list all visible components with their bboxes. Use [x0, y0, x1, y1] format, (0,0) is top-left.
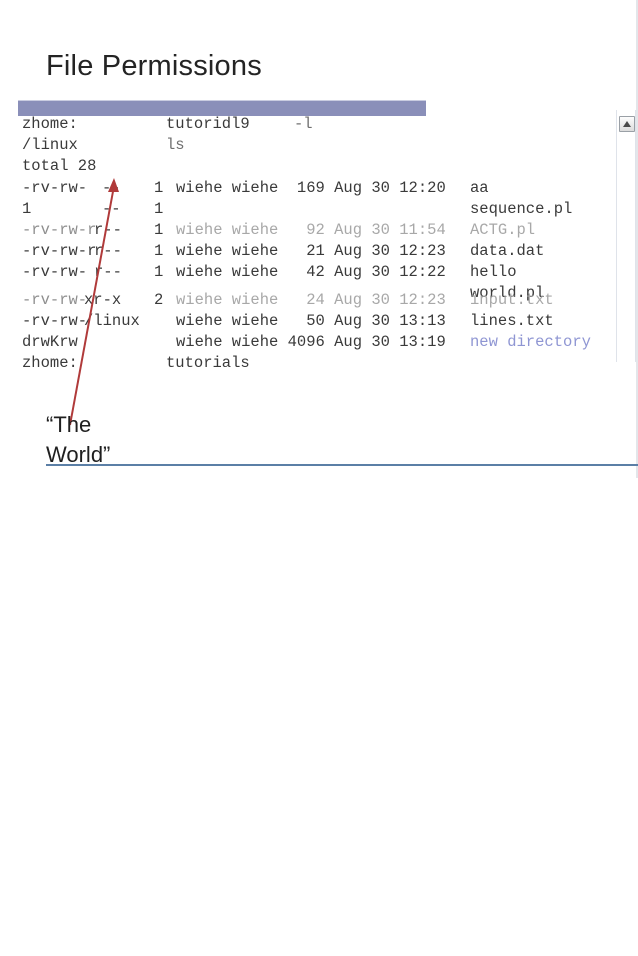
permission-fragment: -rv-rw-	[22, 263, 88, 281]
file-name: data.dat	[470, 242, 545, 260]
permission-fragment: -rv-rw-	[22, 179, 88, 197]
listing-row: wiehe wiehe 4096 Aug 30 13:19	[176, 333, 446, 351]
terminal-output: zhome: tutoridl9 -l /linux ls total 28 -…	[18, 114, 618, 372]
file-name-continuation: sequence.pl	[470, 200, 573, 218]
file-name: input.txt	[470, 291, 554, 309]
file-name: aa	[470, 179, 489, 197]
permission-overlap-fragment: --	[102, 200, 121, 218]
listing-row: wiehe wiehe 169 Aug 30 12:20	[176, 179, 446, 197]
annotation-caption: “The World”	[46, 410, 166, 470]
permission-overlap-fragment: --	[102, 179, 121, 197]
permission-overlap-fragment: /linux	[84, 312, 140, 330]
link-count: 1	[154, 200, 164, 218]
permission-overlap-fragment: r--	[94, 221, 122, 239]
file-name: hello	[470, 263, 517, 281]
permission-fragment: -rv-rw-	[22, 291, 88, 309]
permission-overlap-fragment: xr-x	[84, 291, 122, 309]
listing-row: wiehe wiehe 21 Aug 30 12:23	[176, 242, 446, 260]
slide-canvas: File Permissions zhome: tutoridl9 -l /li…	[18, 0, 638, 478]
link-count: 1	[154, 221, 164, 239]
vertical-scrollbar[interactable]	[616, 110, 636, 362]
permission-fragment: -rv-rw-r	[22, 221, 97, 239]
terminal-screenshot: zhome: tutoridl9 -l /linux ls total 28 -…	[18, 96, 636, 372]
permission-overlap-fragment: r--	[94, 263, 122, 281]
caption-line-2: World”	[46, 442, 111, 467]
caption-line-1: “The	[46, 412, 92, 437]
file-name: lines.txt	[470, 312, 554, 330]
prompt-host-tail: zhome:	[22, 354, 78, 372]
prompt-dir-tail: tutorials	[166, 354, 250, 372]
link-count: 1	[154, 179, 164, 197]
permission-fragment: 1	[22, 200, 32, 218]
prompt-host-line1: zhome:	[22, 115, 78, 133]
page-title: File Permissions	[46, 50, 262, 82]
permission-fragment: -rv-rw-	[22, 312, 88, 330]
total-line: total 28	[22, 157, 97, 175]
link-count: 1	[154, 242, 164, 260]
terminal-title-bar	[18, 100, 426, 116]
directory-name: new directory	[470, 333, 591, 351]
permission-overlap-fragment: r--	[94, 242, 122, 260]
permission-fragment: drwKrw	[22, 333, 78, 351]
permission-fragment: -rv-rw-r	[22, 242, 97, 260]
link-count: 1	[154, 263, 164, 281]
file-name-continuation: world.pl	[470, 284, 545, 302]
file-name: ACTG.pl	[470, 221, 536, 239]
command-ls: ls	[166, 136, 185, 154]
scroll-up-icon[interactable]	[619, 116, 635, 132]
command-flag: -l	[294, 115, 313, 133]
listing-row: wiehe wiehe 92 Aug 30 11:54	[176, 221, 446, 239]
listing-row: wiehe wiehe 50 Aug 30 13:13	[176, 312, 446, 330]
listing-row: wiehe wiehe 24 Aug 30 12:23	[176, 291, 446, 309]
slide-bottom-rule	[46, 464, 638, 466]
command-name: tutoridl9	[166, 115, 250, 133]
prompt-path-line2: /linux	[22, 136, 78, 154]
listing-row: wiehe wiehe 42 Aug 30 12:22	[176, 263, 446, 281]
link-count: 2	[154, 291, 164, 309]
